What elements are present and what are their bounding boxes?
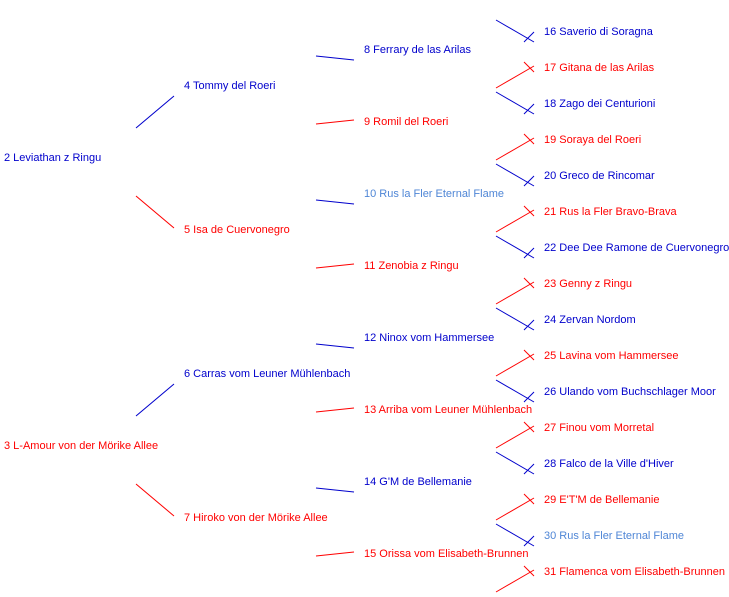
pedigree-entry-23[interactable]: 23 Genny z Ringu xyxy=(544,278,633,290)
pedigree-entry-25[interactable]: 25 Lavina vom Hammersee xyxy=(544,350,679,362)
connector-10-20 xyxy=(495,163,535,187)
pedigree-entry-22[interactable]: 22 Dee Dee Ramone de Cuervonegro xyxy=(544,242,729,254)
connector-10-21 xyxy=(495,209,535,233)
pedigree-entry-2[interactable]: 2 Leviathan z Ringu xyxy=(4,152,102,164)
connector-8-16 xyxy=(495,19,535,43)
connector-4-9 xyxy=(315,119,355,125)
connector-2-5 xyxy=(135,195,175,229)
connector-leaf-27 xyxy=(523,421,535,433)
connector-leaf-28 xyxy=(523,463,535,475)
connector-12-24 xyxy=(495,307,535,331)
pedigree-entry-8[interactable]: 8 Ferrary de las Arilas xyxy=(364,44,471,56)
connector-9-18 xyxy=(495,91,535,115)
connector-9-19 xyxy=(495,137,535,161)
pedigree-entry-3[interactable]: 3 L-Amour von der Mörike Allee xyxy=(4,440,159,452)
connector-leaf-19 xyxy=(523,133,535,145)
pedigree-entry-31[interactable]: 31 Flamenca vom Elisabeth-Brunnen xyxy=(544,566,725,578)
pedigree-entry-7[interactable]: 7 Hiroko von der Mörike Allee xyxy=(184,512,328,524)
connector-6-13 xyxy=(315,407,355,413)
pedigree-entry-19[interactable]: 19 Soraya del Roeri xyxy=(544,134,642,146)
connector-leaf-22 xyxy=(523,247,535,259)
connector-leaf-20 xyxy=(523,175,535,187)
connector-14-28 xyxy=(495,451,535,475)
pedigree-entry-5[interactable]: 5 Isa de Cuervonegro xyxy=(184,224,290,236)
connector-5-11 xyxy=(315,263,355,269)
connector-3-6 xyxy=(135,383,175,417)
connector-7-14 xyxy=(315,487,355,493)
pedigree-entry-14[interactable]: 14 G'M de Bellemanie xyxy=(364,476,472,488)
connector-leaf-30 xyxy=(523,535,535,547)
pedigree-entry-17[interactable]: 17 Gitana de las Arilas xyxy=(544,62,655,74)
pedigree-entry-6[interactable]: 6 Carras vom Leuner Mühlenbach xyxy=(184,368,351,380)
pedigree-entry-15[interactable]: 15 Orissa vom Elisabeth-Brunnen xyxy=(364,548,529,560)
pedigree-entry-12[interactable]: 12 Ninox vom Hammersee xyxy=(364,332,495,344)
connector-15-30 xyxy=(495,523,535,547)
connector-15-31 xyxy=(495,569,535,593)
pedigree-entry-10[interactable]: 10 Rus la Fler Eternal Flame xyxy=(364,188,504,200)
pedigree-entry-4[interactable]: 4 Tommy del Roeri xyxy=(184,80,276,92)
connector-leaf-31 xyxy=(523,565,535,577)
connector-leaf-23 xyxy=(523,277,535,289)
connector-leaf-29 xyxy=(523,493,535,505)
connector-8-17 xyxy=(495,65,535,89)
connector-13-26 xyxy=(495,379,535,403)
connector-3-7 xyxy=(135,483,175,517)
connector-leaf-16 xyxy=(523,31,535,43)
pedigree-entry-18[interactable]: 18 Zago dei Centurioni xyxy=(544,98,656,110)
connector-leaf-18 xyxy=(523,103,535,115)
pedigree-entry-20[interactable]: 20 Greco de Rincomar xyxy=(544,170,655,182)
connector-5-10 xyxy=(315,199,355,205)
connector-leaf-17 xyxy=(523,61,535,73)
connector-leaf-21 xyxy=(523,205,535,217)
pedigree-entry-24[interactable]: 24 Zervan Nordom xyxy=(544,314,636,326)
connector-leaf-25 xyxy=(523,349,535,361)
pedigree-entry-21[interactable]: 21 Rus la Fler Bravo-Brava xyxy=(544,206,677,218)
pedigree-entry-27[interactable]: 27 Finou vom Morretal xyxy=(544,422,655,434)
pedigree-entry-29[interactable]: 29 E'T'M de Bellemanie xyxy=(544,494,660,506)
pedigree-entry-30[interactable]: 30 Rus la Fler Eternal Flame xyxy=(544,530,684,542)
connector-6-12 xyxy=(315,343,355,349)
pedigree-entry-28[interactable]: 28 Falco de la Ville d'Hiver xyxy=(544,458,674,470)
pedigree-entry-26[interactable]: 26 Ulando vom Buchschlager Moor xyxy=(544,386,716,398)
pedigree-entry-9[interactable]: 9 Romil del Roeri xyxy=(364,116,449,128)
connector-leaf-24 xyxy=(523,319,535,331)
connector-leaf-26 xyxy=(523,391,535,403)
connector-7-15 xyxy=(315,551,355,557)
connector-14-29 xyxy=(495,497,535,521)
pedigree-entry-16[interactable]: 16 Saverio di Soragna xyxy=(544,26,653,38)
pedigree-entry-11[interactable]: 11 Zenobia z Ringu xyxy=(364,260,459,272)
connector-11-23 xyxy=(495,281,535,305)
connector-13-27 xyxy=(495,425,535,449)
connector-2-4 xyxy=(135,95,175,129)
connector-4-8 xyxy=(315,55,355,61)
connector-12-25 xyxy=(495,353,535,377)
connector-11-22 xyxy=(495,235,535,259)
pedigree-entry-13[interactable]: 13 Arriba vom Leuner Mühlenbach xyxy=(364,404,533,416)
